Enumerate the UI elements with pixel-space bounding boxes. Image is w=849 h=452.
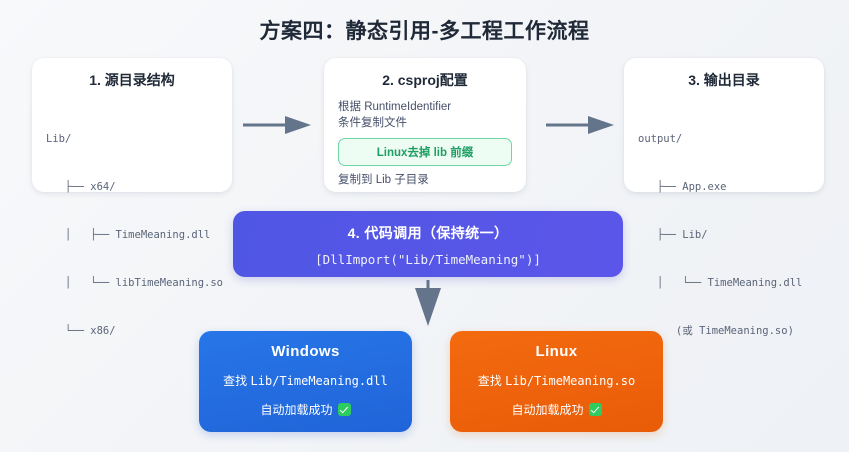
- check-mark-icon: [337, 403, 351, 416]
- platform-status-label: 自动加载成功: [511, 403, 584, 417]
- linux-prefix-badge: Linux去掉 lib 前缀: [338, 138, 512, 166]
- tree-line: ├── Lib/: [638, 229, 708, 241]
- platform-result-linux: Linux 查找 Lib/TimeMeaning.so 自动加载成功: [450, 331, 663, 432]
- tree-line: │ └── TimeMeaning.dll: [638, 277, 803, 289]
- tree-line: │ └── libTimeMeaning.so: [46, 277, 224, 289]
- source-directory-tree: Lib/ ├── x64/ │ ├── TimeMeaning.dll │ └─…: [46, 99, 224, 371]
- code-invocation-box: 4. 代码调用（保持统一） [DllImport("Lib/TimeMeanin…: [233, 211, 623, 277]
- platform-lookup-label: 查找: [477, 374, 502, 388]
- platform-name: Windows: [271, 343, 340, 360]
- platform-name: Linux: [535, 343, 578, 360]
- platform-lookup-row: 查找 Lib/TimeMeaning.so: [450, 372, 663, 389]
- card-title: 2. csproj配置: [382, 72, 468, 88]
- dllimport-code: [DllImport("Lib/TimeMeaning")]: [315, 252, 541, 267]
- platform-status-label: 自动加载成功: [260, 403, 333, 417]
- platform-status-row: 自动加载成功: [199, 401, 412, 418]
- arrow-card2-to-card3: [546, 113, 616, 137]
- platform-lookup-row: 查找 Lib/TimeMeaning.dll: [199, 372, 412, 389]
- platform-result-windows: Windows 查找 Lib/TimeMeaning.dll 自动加载成功: [199, 331, 412, 432]
- csproj-copy-target-line: 复制到 Lib 子目录: [338, 174, 429, 186]
- tree-line: ├── x64/: [46, 181, 116, 193]
- tree-line: output/: [638, 133, 683, 145]
- arrow-codebox-to-platforms: [408, 280, 448, 328]
- csproj-condition-line-2: 条件复制文件: [338, 117, 407, 129]
- platform-lookup-path: Lib/TimeMeaning.dll: [250, 374, 388, 388]
- tree-line: (或 TimeMeaning.so): [638, 325, 794, 337]
- check-mark-icon: [588, 403, 602, 416]
- page-title: 方案四：静态引用-多工程工作流程: [259, 20, 590, 43]
- card-title: 3. 输出目录: [688, 72, 760, 88]
- tree-line: └── x86/: [46, 325, 116, 337]
- output-directory-tree: output/ ├── App.exe ├── Lib/ │ └── TimeM…: [638, 99, 810, 371]
- platform-status-row: 自动加载成功: [450, 401, 663, 418]
- code-invocation-title: 4. 代码调用（保持统一）: [347, 225, 509, 241]
- card-output-directory: 3. 输出目录 output/ ├── App.exe ├── Lib/ │ └…: [624, 58, 824, 337]
- card-source-directory: 1. 源目录结构 Lib/ ├── x64/ │ ├── TimeMeaning…: [32, 58, 232, 337]
- card-csproj-config: 2. csproj配置 根据 RuntimeIdentifier 条件复制文件 …: [324, 58, 526, 192]
- card-title: 1. 源目录结构: [89, 72, 175, 88]
- platform-lookup-path: Lib/TimeMeaning.so: [505, 374, 636, 388]
- tree-line: Lib/: [46, 133, 72, 145]
- tree-line: │ ├── TimeMeaning.dll: [46, 229, 211, 241]
- platform-lookup-label: 查找: [223, 374, 248, 388]
- csproj-condition-line-1: 根据 RuntimeIdentifier: [338, 101, 452, 113]
- arrow-card1-to-card2: [243, 113, 313, 137]
- tree-line: ├── App.exe: [638, 181, 727, 193]
